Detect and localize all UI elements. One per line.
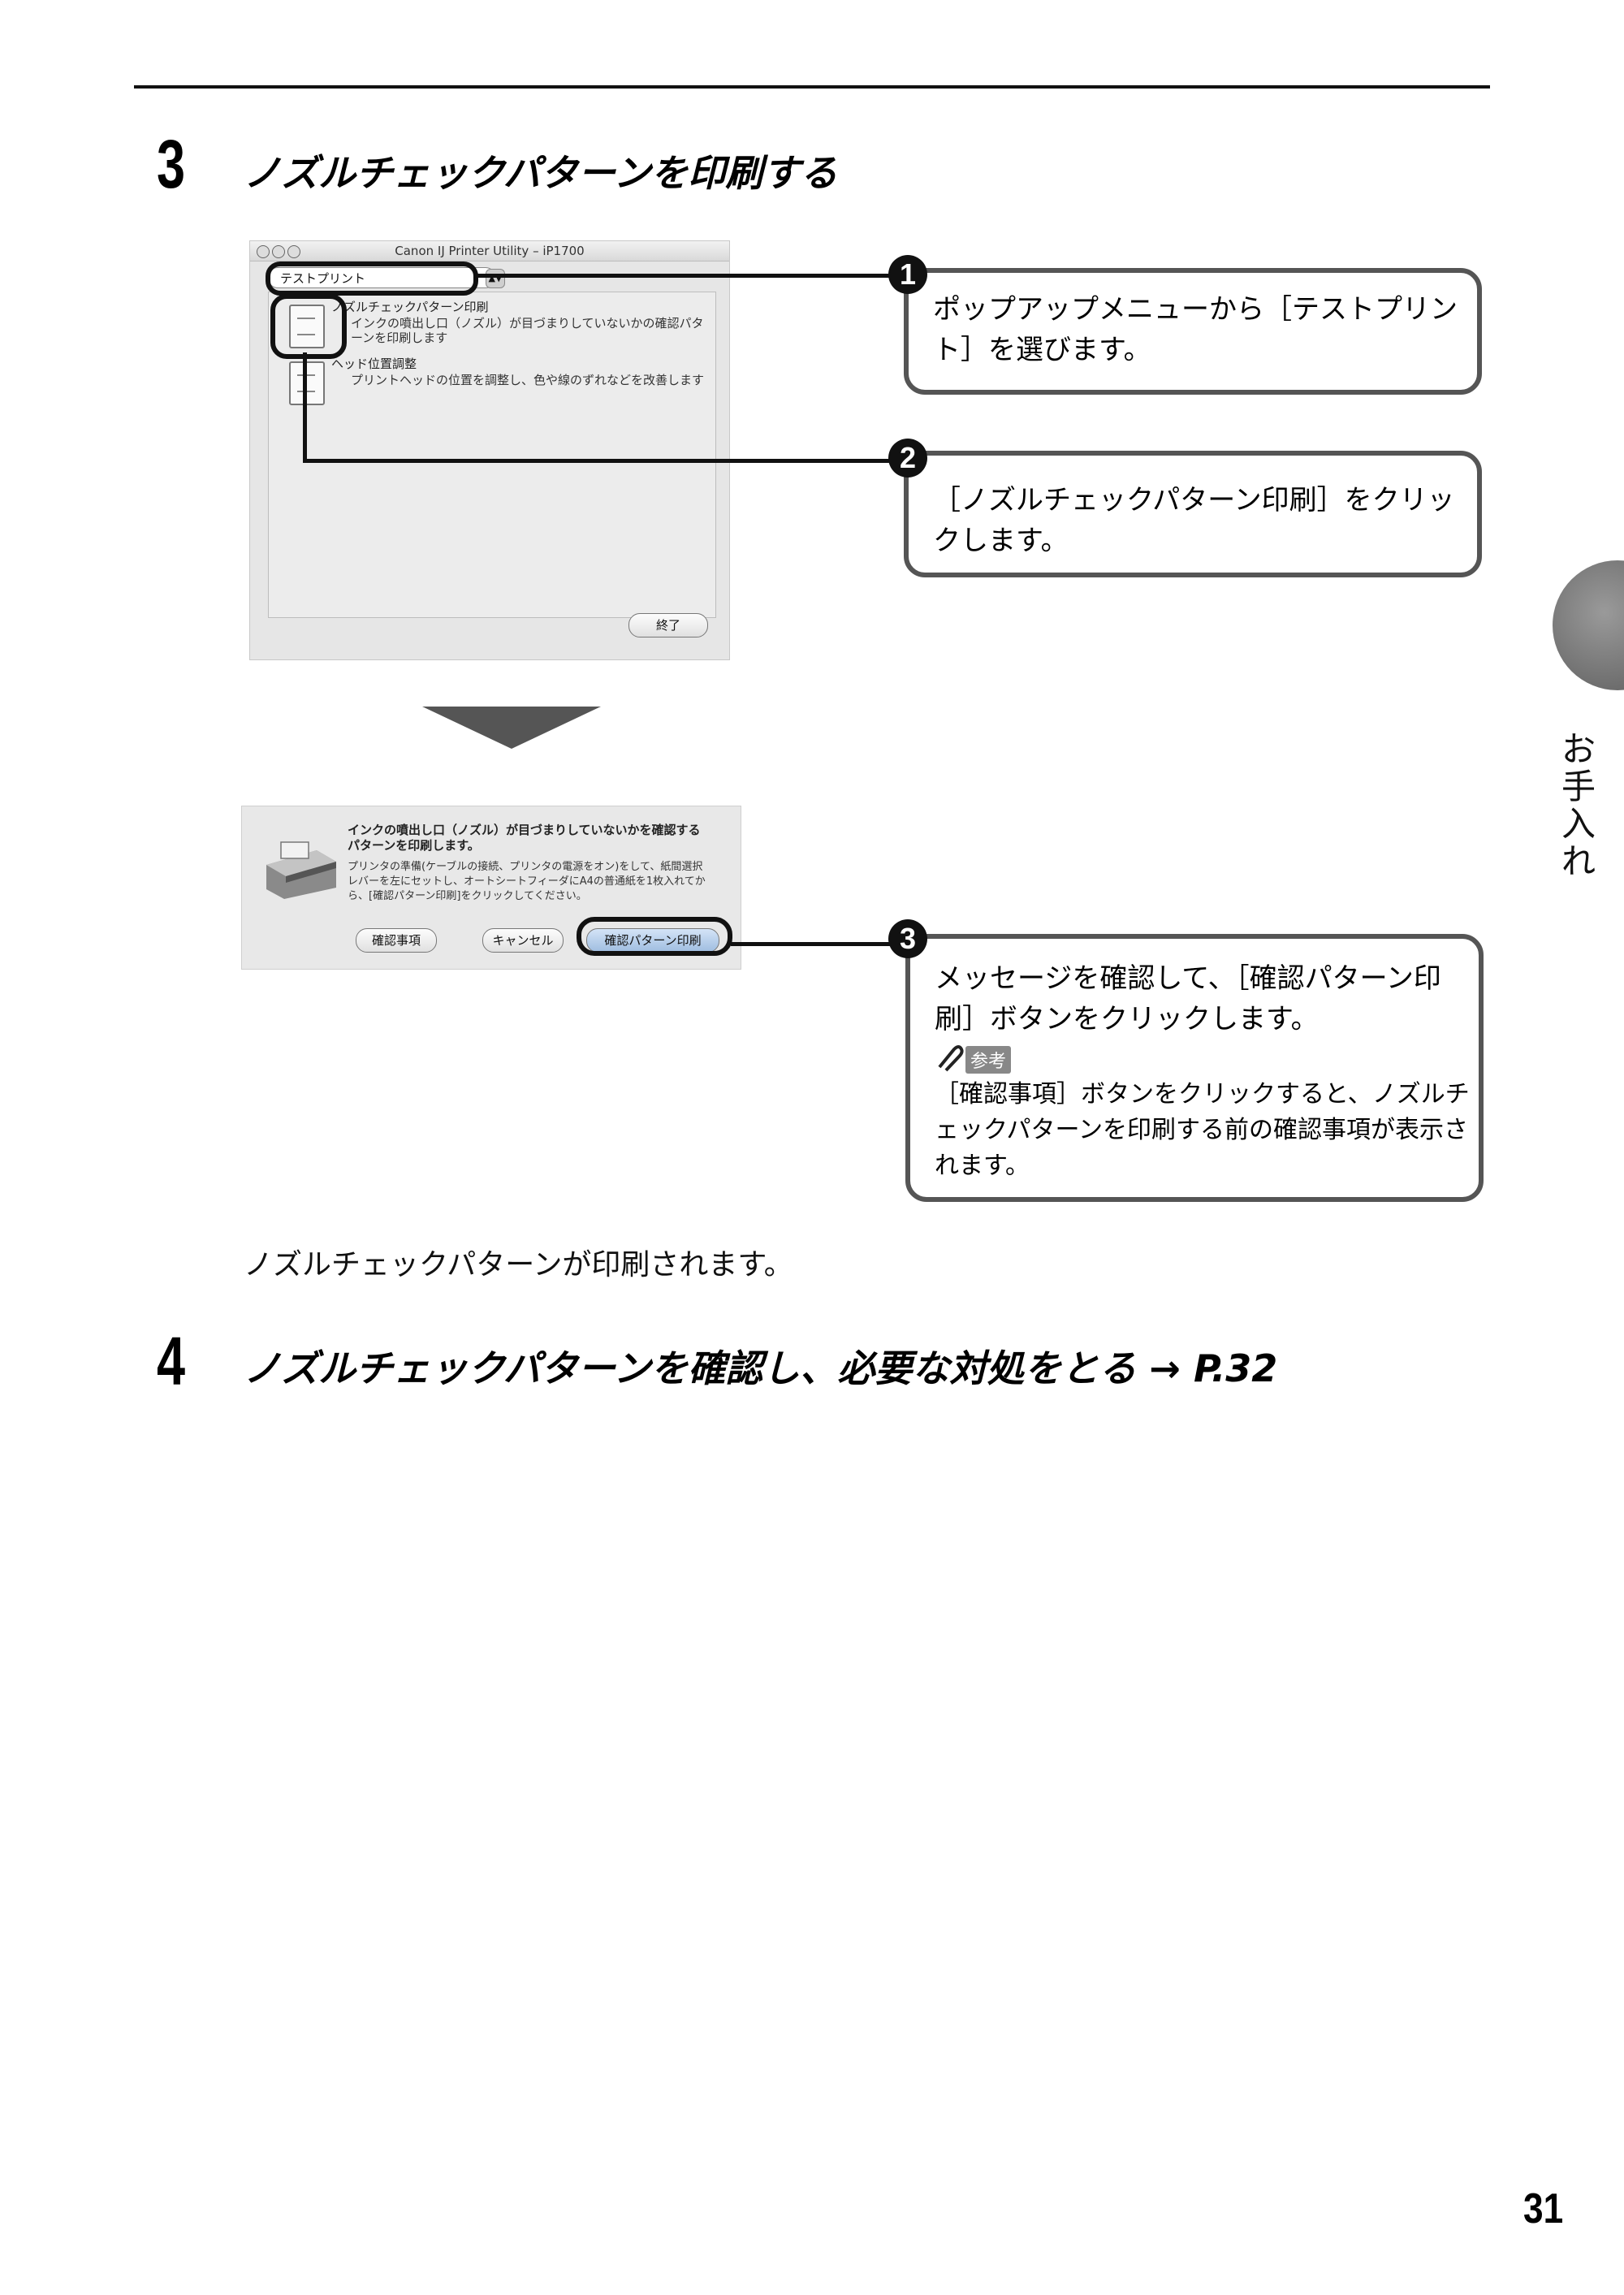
window-title: Canon IJ Printer Utility – iP1700	[250, 241, 729, 261]
note-label: 参考	[965, 1046, 1012, 1074]
nozzle-icon-highlight-ring	[270, 294, 347, 359]
print-pattern-button[interactable]: 確認パターン印刷	[586, 928, 719, 953]
dialog-title: インクの噴出し口（ノズル）が目づまりしていないかを確認するパターンを印刷します。	[348, 823, 701, 853]
step-number: 3	[157, 126, 186, 202]
callout-1: ポップアップメニューから［テストプリント］を選びます。	[904, 268, 1482, 395]
callout-1-badge: 1	[888, 255, 927, 294]
top-rule	[134, 85, 1490, 89]
note-text: ［確認事項］ボタンをクリックすると、ノズルチェックパターンを印刷する前の確認事項…	[935, 1080, 1470, 1180]
popup-arrows-icon[interactable]: ▲▼	[486, 269, 505, 288]
quit-button[interactable]: 終了	[628, 613, 708, 638]
callout-2-badge: 2	[888, 439, 927, 478]
section-tab-marker	[1553, 560, 1624, 690]
callout-3: メッセージを確認して、［確認パターン印刷］ボタンをクリックします。 参考 ［確認…	[905, 934, 1484, 1202]
minimize-window-icon[interactable]	[272, 245, 285, 258]
head-alignment-title[interactable]: ヘッド位置調整	[331, 357, 417, 371]
dialog-desc: プリンタの準備(ケーブルの接続、プリンタの電源をオン)をして、紙間選択レバーを左…	[348, 861, 706, 902]
callout-2-text: ［ノズルチェックパターン印刷］をクリックします。	[933, 484, 1455, 557]
callout2-connector-vertical	[303, 352, 307, 461]
head-alignment-desc: プリントヘッドの位置を調整し、色や線のずれなどを改善します	[351, 373, 705, 387]
callout-3-badge: 3	[888, 919, 927, 958]
printer-icon	[266, 841, 336, 899]
callout-1-text: ポップアップメニューから［テストプリント］を選びます。	[933, 293, 1458, 366]
next-step-arrow-icon	[422, 707, 601, 749]
function-popup-menu[interactable]: テストプリント	[268, 267, 495, 288]
result-text: ノズルチェックパターンが印刷されます。	[244, 1248, 793, 1281]
step-title: ノズルチェックパターンを印刷する	[244, 151, 838, 195]
paperclip-icon	[938, 1045, 964, 1072]
nozzle-check-icon[interactable]	[289, 305, 325, 348]
popup-highlight-ring	[266, 261, 478, 296]
callout-2: ［ノズルチェックパターン印刷］をクリックします。	[904, 451, 1482, 577]
zoom-window-icon[interactable]	[287, 245, 300, 258]
nozzle-check-confirm-dialog: インクの噴出し口（ノズル）が目づまりしていないかを確認するパターンを印刷します。…	[241, 806, 741, 970]
callout1-connector	[477, 274, 904, 278]
nozzle-check-title[interactable]: ノズルチェックパターン印刷	[331, 300, 489, 314]
check-items-button[interactable]: 確認事項	[356, 928, 437, 953]
nozzle-check-desc: インクの噴出し口（ノズル）が目づまりしていないかの確認パターンを印刷します	[351, 316, 704, 345]
step-title[interactable]: ノズルチェックパターンを確認し、必要な対処をとる → P.32	[244, 1346, 1278, 1390]
cancel-button[interactable]: キャンセル	[482, 928, 564, 953]
callout-3-text: メッセージを確認して、［確認パターン印刷］ボタンをクリックします。	[935, 962, 1441, 1035]
section-tab-label: お手入れ	[1561, 729, 1596, 881]
close-window-icon[interactable]	[257, 245, 270, 258]
callout2-connector	[303, 459, 904, 463]
step-number: 4	[157, 1323, 186, 1399]
callout3-connector	[731, 942, 905, 946]
note-heading: 参考	[935, 1044, 1040, 1074]
print-pattern-highlight-ring	[577, 917, 732, 956]
page-number: 31	[1523, 2185, 1564, 2232]
head-alignment-icon[interactable]	[289, 361, 325, 405]
